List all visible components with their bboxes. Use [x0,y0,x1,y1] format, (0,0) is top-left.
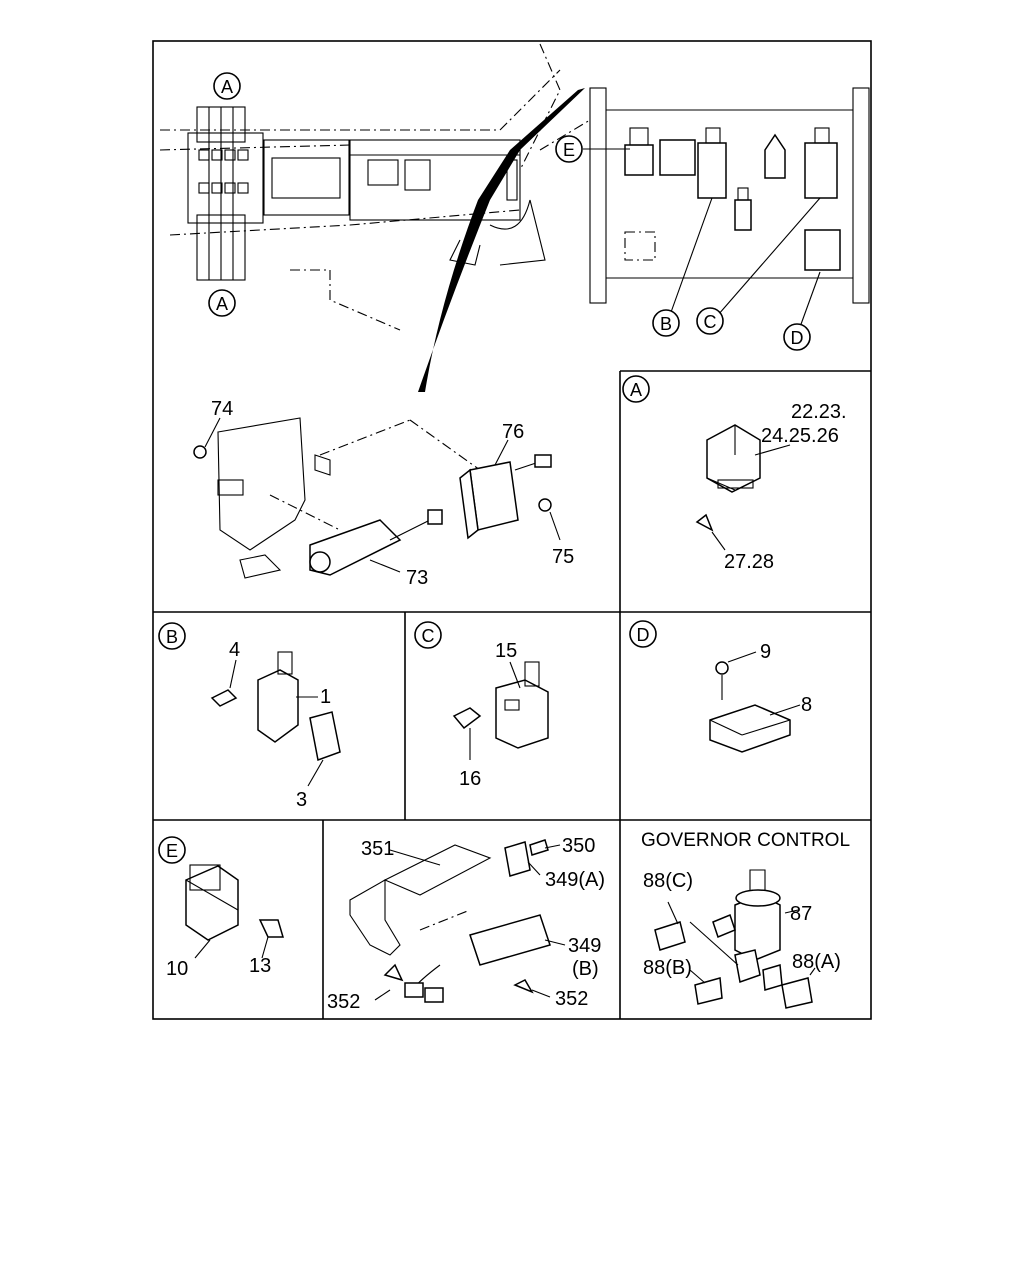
part-label-352-right: 352 [555,988,588,1010]
part-label-349b-suffix: (B) [572,958,599,980]
bracket-assembly-illustration [193,417,561,579]
governor-title: GOVERNOR CONTROL [641,830,850,851]
panel-c-letter: C [414,621,442,649]
panel-a-parts-line1: 22.23. [791,401,847,423]
callout-d-main: D [783,323,811,351]
diagram-frame [152,40,872,1020]
part-label-76: 76 [502,421,524,443]
governor-illustration [654,869,816,1009]
part-label-9: 9 [760,641,771,663]
part-label-88b: 88(B) [643,957,692,979]
part-label-1: 1 [320,686,331,708]
part-label-88c: 88(C) [643,870,693,892]
panel-e-letter-label: E [166,841,178,861]
callout-e-main-label: E [563,140,575,160]
part-label-3: 3 [296,789,307,811]
panel-a-letter-label: A [630,380,642,400]
panel-a-screw-label: 27.28 [724,551,774,573]
panel-e-relay-illustration [185,864,285,959]
panel-a-letter: A [622,375,650,403]
panel-mid-bracket-illustration [349,839,566,1003]
callout-d-main-label: D [791,328,804,348]
panel-c-letter-label: C [422,626,435,646]
panel-d-letter-label: D [637,625,650,645]
callout-e-main: E [555,135,583,163]
panel-d-letter: D [629,620,657,648]
callout-c-main-label: C [704,312,717,332]
part-label-350: 350 [562,835,595,857]
relay-board-illustration [583,87,870,328]
panel-e-letter: E [158,836,186,864]
part-label-15: 15 [495,640,517,662]
callout-a-bottom: A [208,289,236,317]
panel-d-relay-illustration [709,651,801,753]
callout-a-top: A [213,72,241,100]
part-label-13: 13 [249,955,271,977]
part-label-10: 10 [166,958,188,980]
dashboard-overview-illustration [159,43,591,392]
part-label-349a: 349(A) [545,869,605,891]
callout-b-main: B [652,309,680,337]
callout-a-top-label: A [221,77,233,97]
part-label-75: 75 [552,546,574,568]
part-label-73: 73 [406,567,428,589]
panel-a-parts-line2: 24.25.26 [761,425,839,447]
part-label-4: 4 [229,639,240,661]
part-label-349b: 349 [568,935,601,957]
part-label-87: 87 [790,903,812,925]
part-label-74: 74 [211,398,233,420]
part-label-351: 351 [361,838,394,860]
panel-c-relay-illustration [452,661,549,760]
part-label-88a: 88(A) [792,951,841,973]
callout-b-main-label: B [660,314,672,334]
panel-b-letter: B [158,622,186,650]
callout-c-main: C [696,307,724,335]
panel-b-relay-illustration [210,651,341,787]
panel-a-relay-illustration [695,424,791,551]
part-label-16: 16 [459,768,481,790]
part-label-352-left: 352 [327,991,360,1013]
part-label-8: 8 [801,694,812,716]
callout-a-bottom-label: A [216,294,228,314]
panel-b-letter-label: B [166,627,178,647]
